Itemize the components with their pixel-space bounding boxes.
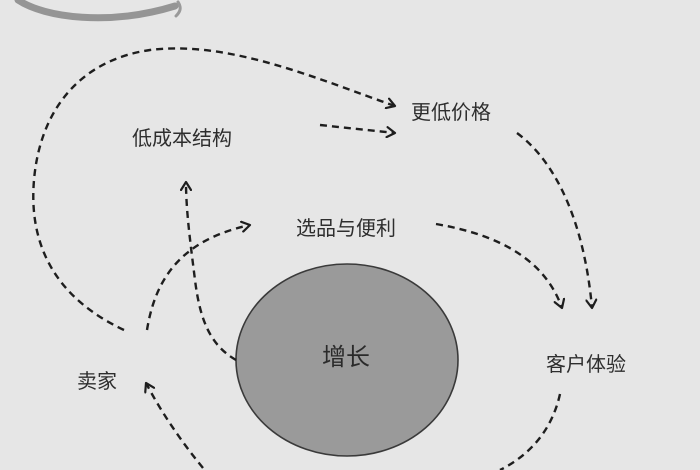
edge-lowcost-to-lowerprice bbox=[319, 123, 395, 133]
edge-lowerprice-to-customer bbox=[516, 132, 592, 308]
node-lower-price: 更低价格 bbox=[411, 100, 491, 124]
brush-arc-icon bbox=[14, 0, 182, 22]
edge-selection-to-customer bbox=[435, 222, 562, 308]
edge-sellers-to-lower-price bbox=[32, 47, 395, 332]
node-customer-experience: 客户体验 bbox=[546, 352, 626, 376]
node-low-cost-structure: 低成本结构 bbox=[132, 126, 232, 150]
node-growth: 增长 bbox=[322, 343, 370, 371]
node-selection-convenience: 选品与便利 bbox=[296, 216, 396, 240]
edge-growth-to-lowcost bbox=[186, 182, 237, 362]
edge-bottom-to-sellers bbox=[146, 383, 204, 469]
edge-sellers-to-selection bbox=[145, 225, 250, 331]
node-sellers: 卖家 bbox=[77, 369, 117, 393]
edge-customer-to-sellers bbox=[499, 393, 562, 470]
